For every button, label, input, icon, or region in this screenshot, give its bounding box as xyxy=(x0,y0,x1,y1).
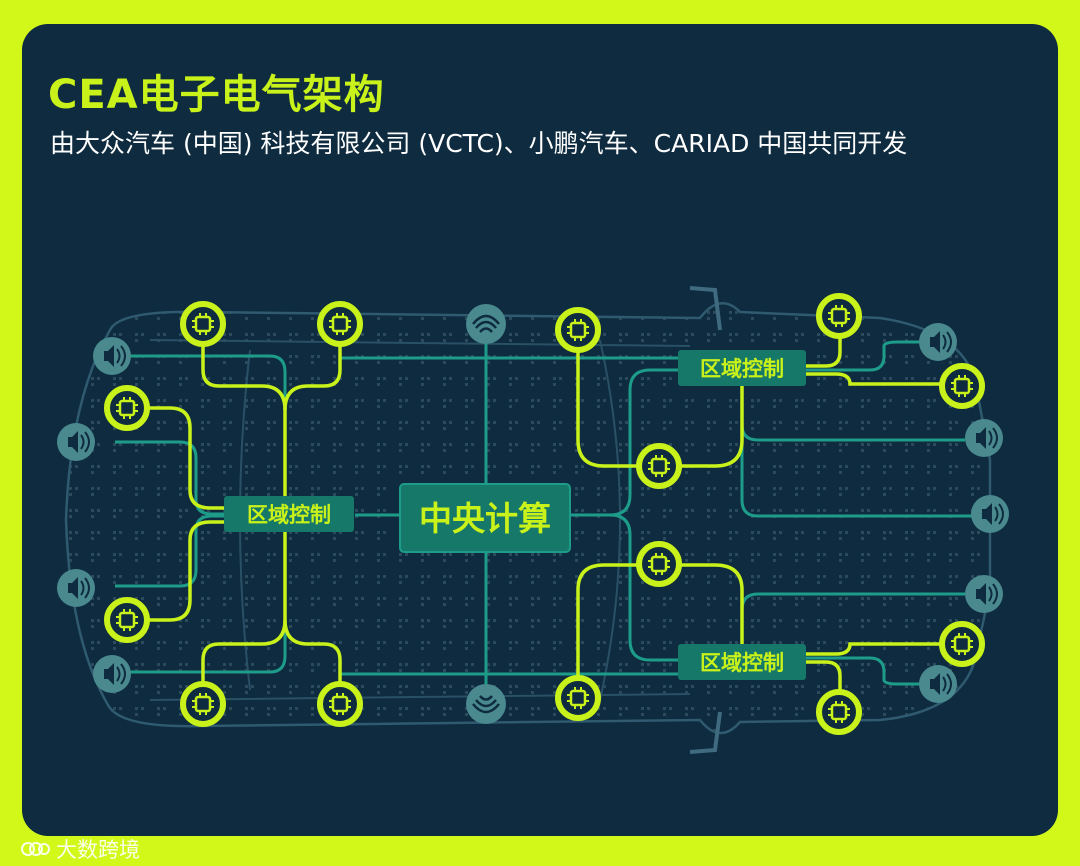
watermark: 大数跨境 xyxy=(20,834,140,864)
speaker-icon xyxy=(56,568,96,608)
zone-controller-bottom-right: 区域控制 xyxy=(678,644,806,680)
chip-icon xyxy=(558,678,598,718)
zone-controller-top-right: 区域控制 xyxy=(678,350,806,386)
speaker-icon xyxy=(970,494,1010,534)
chip-icon xyxy=(183,684,223,724)
antenna-icon xyxy=(466,304,506,344)
speaker-icon xyxy=(964,418,1004,458)
chip-icon xyxy=(107,388,147,428)
zone-label: 区域控制 xyxy=(700,651,784,675)
speaker-icon xyxy=(92,654,132,694)
chip-icon xyxy=(107,600,147,640)
speaker-icon xyxy=(56,422,96,462)
chip-icon xyxy=(819,692,859,732)
page-subtitle: 由大众汽车 (中国) 科技有限公司 (VCTC)、小鹏汽车、CARIAD 中国共… xyxy=(50,129,908,158)
speaker-icon xyxy=(918,322,958,362)
chip-icon xyxy=(819,296,859,336)
chip-icon xyxy=(942,624,982,664)
chip-icon xyxy=(639,544,679,584)
chip-icon xyxy=(639,446,679,486)
watermark-text: 大数跨境 xyxy=(56,838,140,862)
page-title: CEA电子电气架构 xyxy=(48,72,385,118)
chip-icon xyxy=(942,366,982,406)
accent-wiring xyxy=(127,318,955,712)
watermark-logo-icon xyxy=(21,842,50,856)
speaker-icon xyxy=(92,336,132,376)
antenna-icon xyxy=(466,684,506,724)
central-label: 中央计算 xyxy=(419,499,551,538)
chip-icon xyxy=(320,684,360,724)
chip-icon xyxy=(558,310,598,350)
zone-label: 区域控制 xyxy=(247,503,331,527)
chip-icon xyxy=(320,304,360,344)
central-compute: 中央计算 xyxy=(399,483,571,553)
speaker-icon xyxy=(964,574,1004,614)
zone-label: 区域控制 xyxy=(700,357,784,381)
speaker-icon xyxy=(918,664,958,704)
chip-icon xyxy=(183,304,223,344)
zone-controller-left: 区域控制 xyxy=(224,496,354,532)
